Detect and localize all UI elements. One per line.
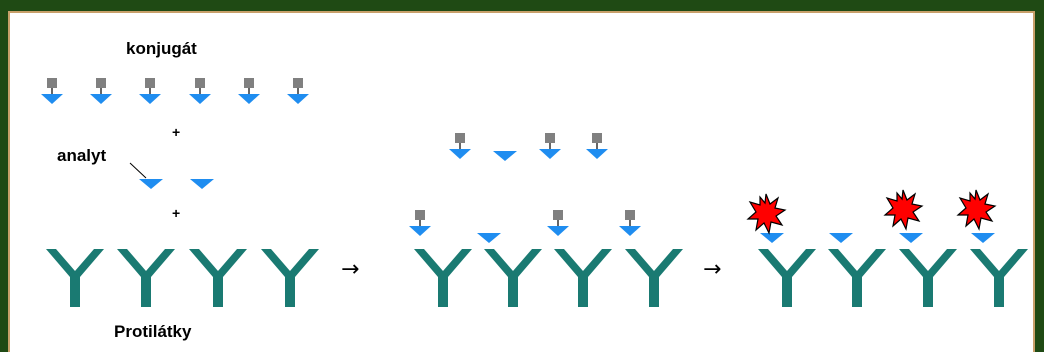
flash-icon <box>884 189 923 230</box>
bound-molecules-right <box>760 233 995 243</box>
antibody-icon <box>484 249 542 307</box>
reaction-arrow: → <box>341 257 360 282</box>
analyte-icon <box>190 179 214 189</box>
antibody-icon <box>625 249 683 307</box>
antibody-icon <box>189 249 247 307</box>
conjugate-icon <box>585 132 609 160</box>
analyte-label: analyt <box>57 146 107 165</box>
flash-icon <box>957 189 996 230</box>
analyte-icon <box>493 151 517 161</box>
slide-panel <box>8 11 1035 352</box>
analyte-icon <box>760 233 784 243</box>
analyte-icon <box>829 233 853 243</box>
conjugate-icon <box>89 77 113 105</box>
antibody-row-left <box>46 249 319 307</box>
flash-icon <box>747 193 786 234</box>
antibody-icon <box>414 249 472 307</box>
conjugate-icon <box>408 209 432 237</box>
conjugate-icon <box>138 77 162 105</box>
conjugate-row <box>40 77 310 105</box>
conjugate-icon <box>538 132 562 160</box>
antibody-icon <box>46 249 104 307</box>
conjugate-label: konjugát <box>126 39 197 58</box>
analyte-icon <box>477 233 501 243</box>
conjugate-icon <box>286 77 310 105</box>
antibody-row-right <box>758 249 1028 307</box>
antibody-icon <box>828 249 886 307</box>
antibody-icon <box>758 249 816 307</box>
conjugate-icon <box>188 77 212 105</box>
analyte-pointer <box>129 162 147 179</box>
antibody-icon <box>261 249 319 307</box>
plus-sign: + <box>172 205 181 221</box>
conjugate-icon <box>448 132 472 160</box>
reaction-arrow: → <box>703 257 722 282</box>
antibodies-label: Protilátky <box>114 322 192 341</box>
free-molecules-middle <box>448 132 609 161</box>
antibody-icon <box>554 249 612 307</box>
analyte-icon <box>139 179 163 189</box>
antibody-icon <box>970 249 1028 307</box>
analyte-row <box>139 179 214 189</box>
conjugate-icon <box>546 209 570 237</box>
analyte-icon <box>899 233 923 243</box>
analyte-icon <box>971 233 995 243</box>
bound-molecules-middle <box>408 209 642 243</box>
antibody-icon <box>117 249 175 307</box>
signal-flashes <box>747 189 996 234</box>
antibody-icon <box>899 249 957 307</box>
conjugate-icon <box>618 209 642 237</box>
conjugate-icon <box>40 77 64 105</box>
antibody-row-middle <box>414 249 683 307</box>
plus-sign: + <box>172 124 181 140</box>
conjugate-icon <box>237 77 261 105</box>
